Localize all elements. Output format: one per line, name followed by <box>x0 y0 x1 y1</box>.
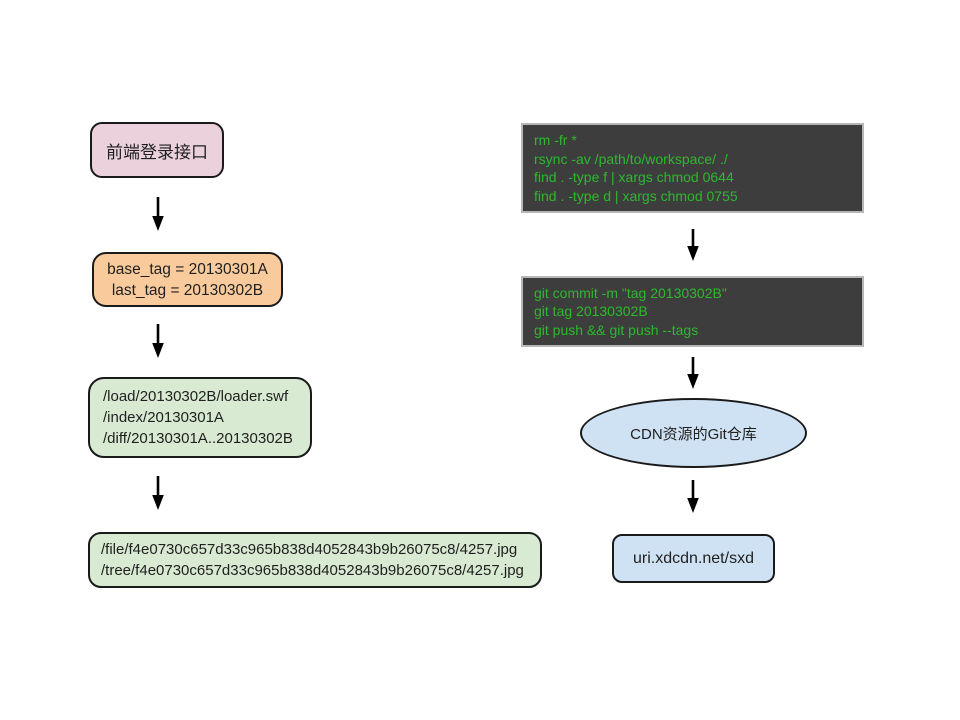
frontend-login-label: 前端登录接口 <box>106 142 208 162</box>
terminal-git-commands: git commit -m "tag 20130302B" git tag 20… <box>521 276 864 347</box>
arrow-down-icon <box>685 357 701 389</box>
arrow-down-icon <box>150 197 166 231</box>
terminal-command: git tag 20130302B <box>534 303 648 320</box>
tags-line: base_tag = 20130301A <box>107 260 268 278</box>
terminal-command: rm -fr * <box>534 132 577 148</box>
arrow-down-icon <box>685 480 701 513</box>
terminal-command: git push && git push --tags <box>534 321 699 338</box>
uri-label: uri.xdcdn.net/sxd <box>633 549 754 567</box>
terminal-command: git commit -m "tag 20130302B" <box>534 284 727 301</box>
paths-line: /diff/20130301A..20130302B <box>103 430 293 447</box>
frontend-login-box: 前端登录接口 <box>90 122 224 178</box>
arrow-down-icon <box>150 324 166 358</box>
files-line: /file/f4e0730c657d33c965b838d4052843b9b2… <box>101 541 518 558</box>
files-box: /file/f4e0730c657d33c965b838d4052843b9b2… <box>88 532 542 588</box>
files-line: /tree/f4e0730c657d33c965b838d4052843b9b2… <box>101 562 524 579</box>
terminal-command: rsync -av /path/to/workspace/ ./ <box>534 150 728 167</box>
terminal-sync-commands: rm -fr * rsync -av /path/to/workspace/ .… <box>521 123 864 213</box>
cdn-git-repo-label: CDN资源的Git仓库 <box>630 425 757 443</box>
terminal-command: find . -type d | xargs chmod 0755 <box>534 187 738 204</box>
paths-line: /load/20130302B/loader.swf <box>103 388 289 405</box>
uri-box: uri.xdcdn.net/sxd <box>612 534 775 583</box>
terminal-command: find . -type f | xargs chmod 0644 <box>534 169 734 185</box>
arrow-down-icon <box>685 229 701 261</box>
arrow-down-icon <box>150 476 166 510</box>
paths-box: /load/20130302B/loader.swf /index/201303… <box>88 377 312 458</box>
tags-box: base_tag = 20130301A last_tag = 20130302… <box>92 252 283 307</box>
paths-line: /index/20130301A <box>103 409 224 426</box>
tags-line: last_tag = 20130302B <box>111 281 264 299</box>
cdn-git-repo-ellipse: CDN资源的Git仓库 <box>580 398 807 468</box>
